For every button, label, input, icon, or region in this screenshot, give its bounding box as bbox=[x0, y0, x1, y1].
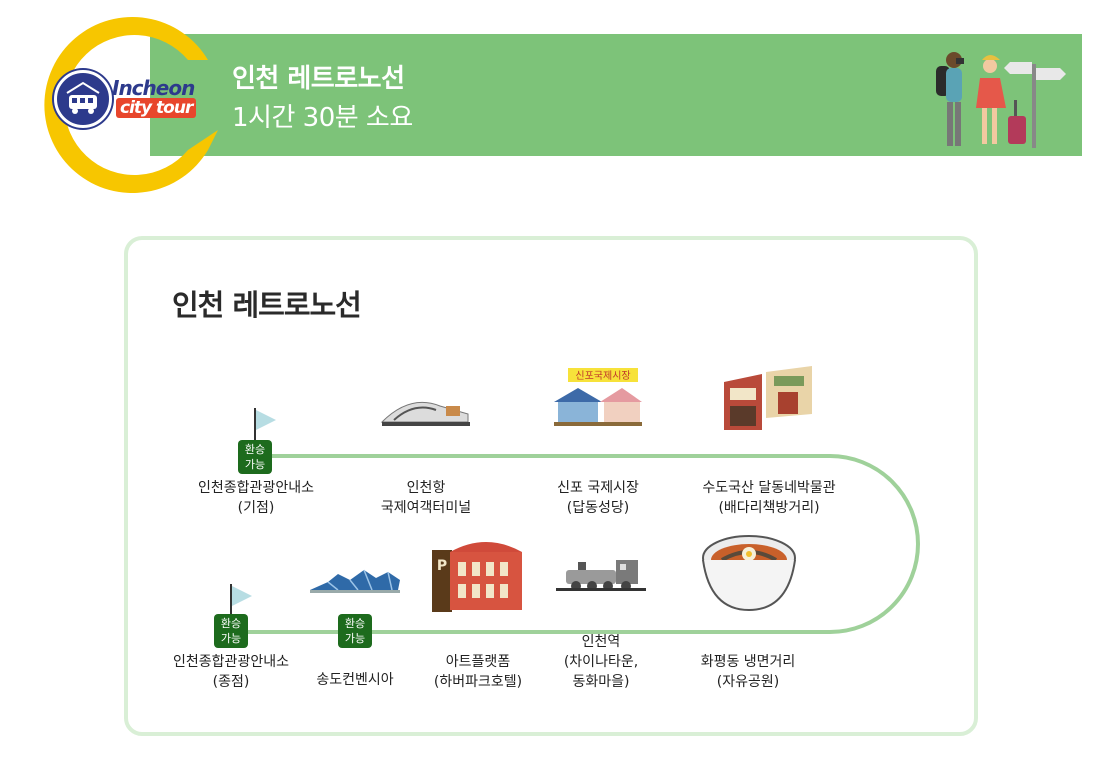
city-tour-emblem-icon bbox=[54, 70, 112, 128]
transfer-badge-start: 환승 가능 bbox=[238, 440, 272, 474]
stop-label-art-platform: 아트플랫폼 (하버파크호텔) bbox=[433, 654, 523, 690]
stop-label-start: 인천종합관광안내소 (기점) bbox=[198, 480, 314, 516]
terminal-building-icon bbox=[380, 401, 470, 426]
svg-text:P: P bbox=[437, 558, 447, 574]
header-title: 인천 레트로노선 bbox=[232, 64, 405, 94]
header-duration: 1시간 30분 소요 bbox=[232, 103, 413, 133]
stop-label-hwapyeong-naengmyeon: 화평동 냉면거리 (자유공원) bbox=[700, 654, 796, 690]
transfer-badge-songdo: 환승 가능 bbox=[338, 614, 372, 648]
transfer-badge-end: 환승 가능 bbox=[214, 614, 248, 648]
logo-text-incheon: Incheon bbox=[112, 76, 195, 100]
stop-label-sudoguksan-museum: 수도국산 달동네박물관 (배다리책방거리) bbox=[702, 480, 836, 516]
travelers-illustration-icon bbox=[936, 52, 1066, 148]
route-card-title: 인천 레트로노선 bbox=[172, 288, 362, 322]
market-stalls-icon: 신포국제시장 bbox=[554, 368, 642, 426]
cold-noodle-bowl-icon bbox=[702, 535, 796, 612]
old-village-icon bbox=[724, 366, 812, 430]
stop-label-sinpo-market: 신포 국제시장 (답동성당) bbox=[557, 480, 639, 516]
end-flag-icon bbox=[230, 584, 252, 620]
stop-label-end: 인천종합관광안내소 (종점) bbox=[173, 654, 289, 690]
stop-label-incheon-station: 인천역 (차이나타운, 동화마을) bbox=[563, 634, 639, 690]
logo-text-city-tour: city tour bbox=[116, 98, 197, 118]
brick-building-icon: P bbox=[432, 542, 522, 612]
stop-label-songdo-convensia: 송도컨벤시아 bbox=[316, 672, 394, 688]
header-banner bbox=[150, 34, 1082, 156]
start-flag-icon bbox=[254, 408, 276, 444]
stop-label-incheon-port: 인천항 국제여객터미널 bbox=[380, 480, 472, 516]
market-sign-text: 신포국제시장 bbox=[575, 370, 630, 382]
steam-train-icon bbox=[556, 560, 646, 591]
convention-center-icon bbox=[310, 569, 400, 593]
